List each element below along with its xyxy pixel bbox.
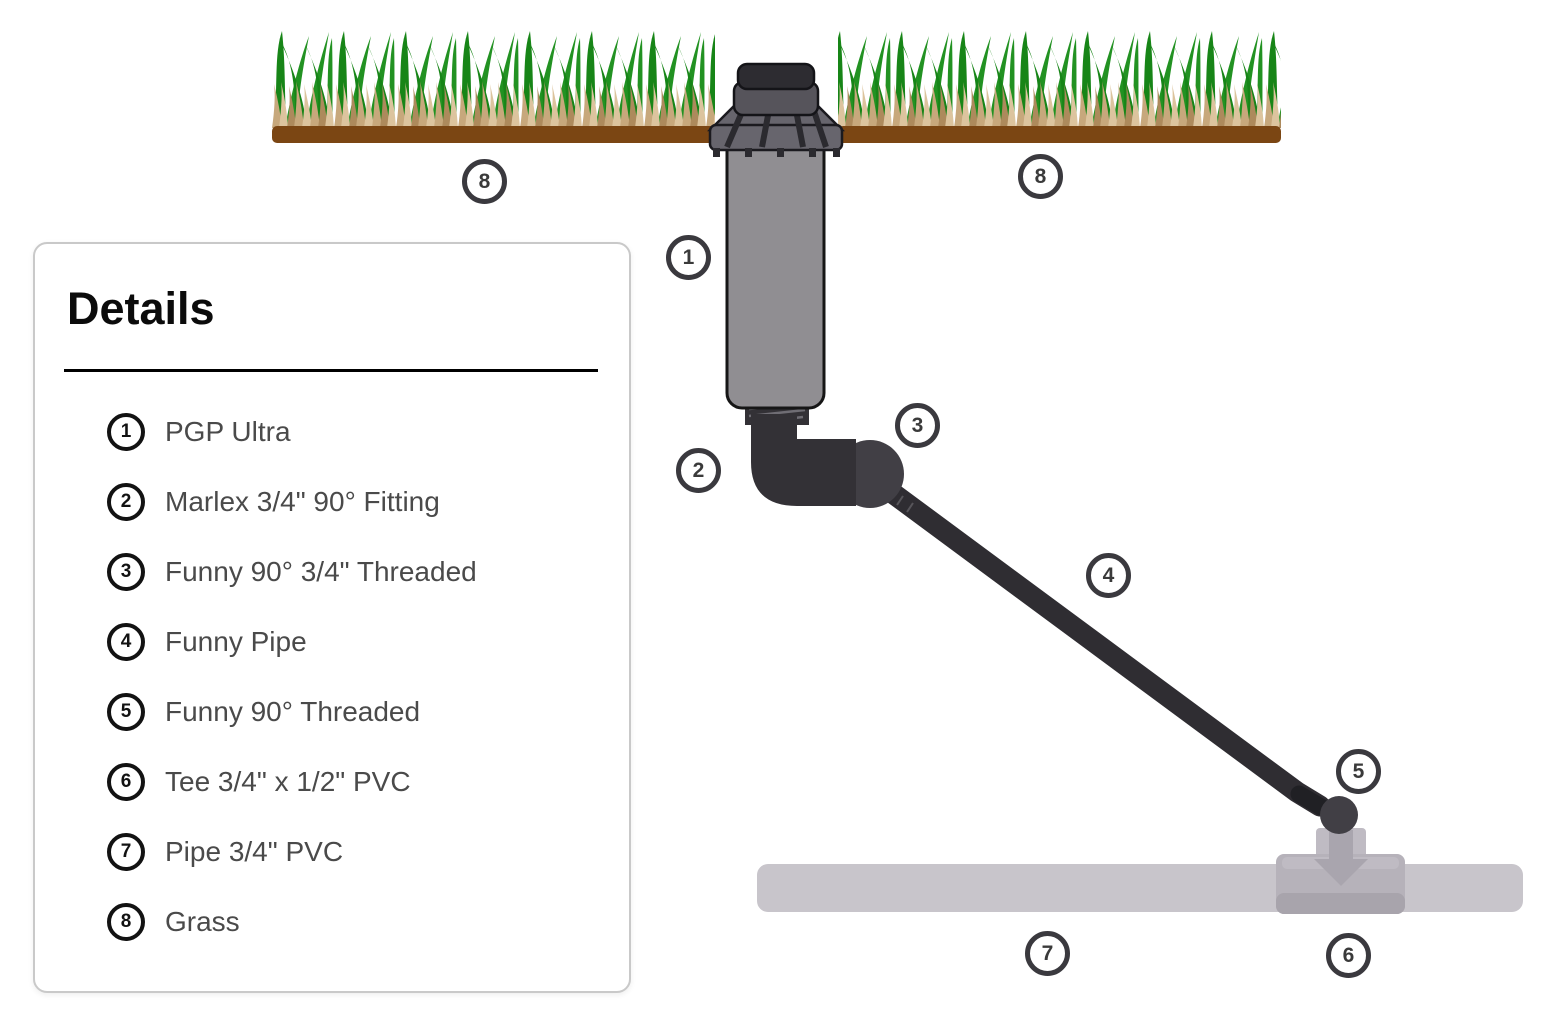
legend-item-tee-pvc: 6 Tee 3/4" x 1/2" PVC — [107, 747, 629, 817]
legend-number-badge: 7 — [107, 833, 145, 871]
legend-item-marlex-fitting: 2 Marlex 3/4" 90° Fitting — [107, 467, 629, 537]
callout-4-funny-pipe: 4 — [1086, 553, 1131, 598]
legend-number-badge: 2 — [107, 483, 145, 521]
legend-item-funny-pipe: 4 Funny Pipe — [107, 607, 629, 677]
funny-90-fitting-bottom — [1320, 796, 1358, 834]
legend-item-label: Tee 3/4" x 1/2" PVC — [165, 766, 411, 797]
legend-list: 1 PGP Ultra 2 Marlex 3/4" 90° Fitting 3 … — [107, 397, 629, 957]
dirt-right — [838, 126, 1281, 143]
legend-number-badge: 1 — [107, 413, 145, 451]
pgp-ultra-sprinkler — [706, 62, 846, 410]
panel-divider — [64, 369, 598, 372]
panel-title: Details — [67, 283, 215, 334]
legend-number-badge: 5 — [107, 693, 145, 731]
grass-right — [838, 28, 1281, 143]
dirt-left — [272, 126, 715, 143]
legend-item-label: Funny 90° 3/4" Threaded — [165, 556, 477, 587]
callout-1-pgp-ultra: 1 — [666, 235, 711, 280]
legend-number-badge: 8 — [107, 903, 145, 941]
pvc-pipe — [757, 864, 1523, 912]
legend-number-badge: 6 — [107, 763, 145, 801]
marlex-elbow-fitting — [751, 414, 856, 506]
flange-tabs — [713, 148, 840, 157]
details-panel: Details 1 PGP Ultra 2 Marlex 3/4" 90° Fi… — [33, 242, 631, 993]
legend-item-funny-90-threaded: 5 Funny 90° Threaded — [107, 677, 629, 747]
callout-8-grass-right: 8 — [1018, 154, 1063, 199]
callout-8-grass-left: 8 — [462, 159, 507, 204]
callout-3-funny-90-threaded: 3 — [895, 403, 940, 448]
legend-item-label: Funny Pipe — [165, 626, 307, 657]
legend-number-badge: 4 — [107, 623, 145, 661]
callout-6-tee: 6 — [1326, 933, 1371, 978]
tee-fitting — [1276, 828, 1405, 914]
callout-5-funny-90: 5 — [1336, 749, 1381, 794]
grass-left — [272, 28, 715, 143]
legend-item-label: Funny 90° Threaded — [165, 696, 421, 727]
legend-item-grass: 8 Grass — [107, 887, 629, 957]
legend-item-label: PGP Ultra — [165, 416, 291, 447]
legend-item-label: Grass — [165, 906, 240, 937]
callout-2-marlex-fitting: 2 — [676, 448, 721, 493]
sprinkler-body — [725, 134, 826, 410]
sprinkler-top-cap — [736, 62, 816, 91]
legend-item-label: Marlex 3/4" 90° Fitting — [165, 486, 440, 517]
funny-pipe — [868, 472, 1331, 817]
legend-item-pgp-ultra: 1 PGP Ultra — [107, 397, 629, 467]
legend-item-label: Pipe 3/4" PVC — [165, 836, 344, 867]
legend-item-funny-90-34-threaded: 3 Funny 90° 3/4" Threaded — [107, 537, 629, 607]
callout-7-pipe: 7 — [1025, 931, 1070, 976]
tee-arrow-mark — [1314, 830, 1368, 886]
legend-number-badge: 3 — [107, 553, 145, 591]
legend-item-pipe-pvc: 7 Pipe 3/4" PVC — [107, 817, 629, 887]
